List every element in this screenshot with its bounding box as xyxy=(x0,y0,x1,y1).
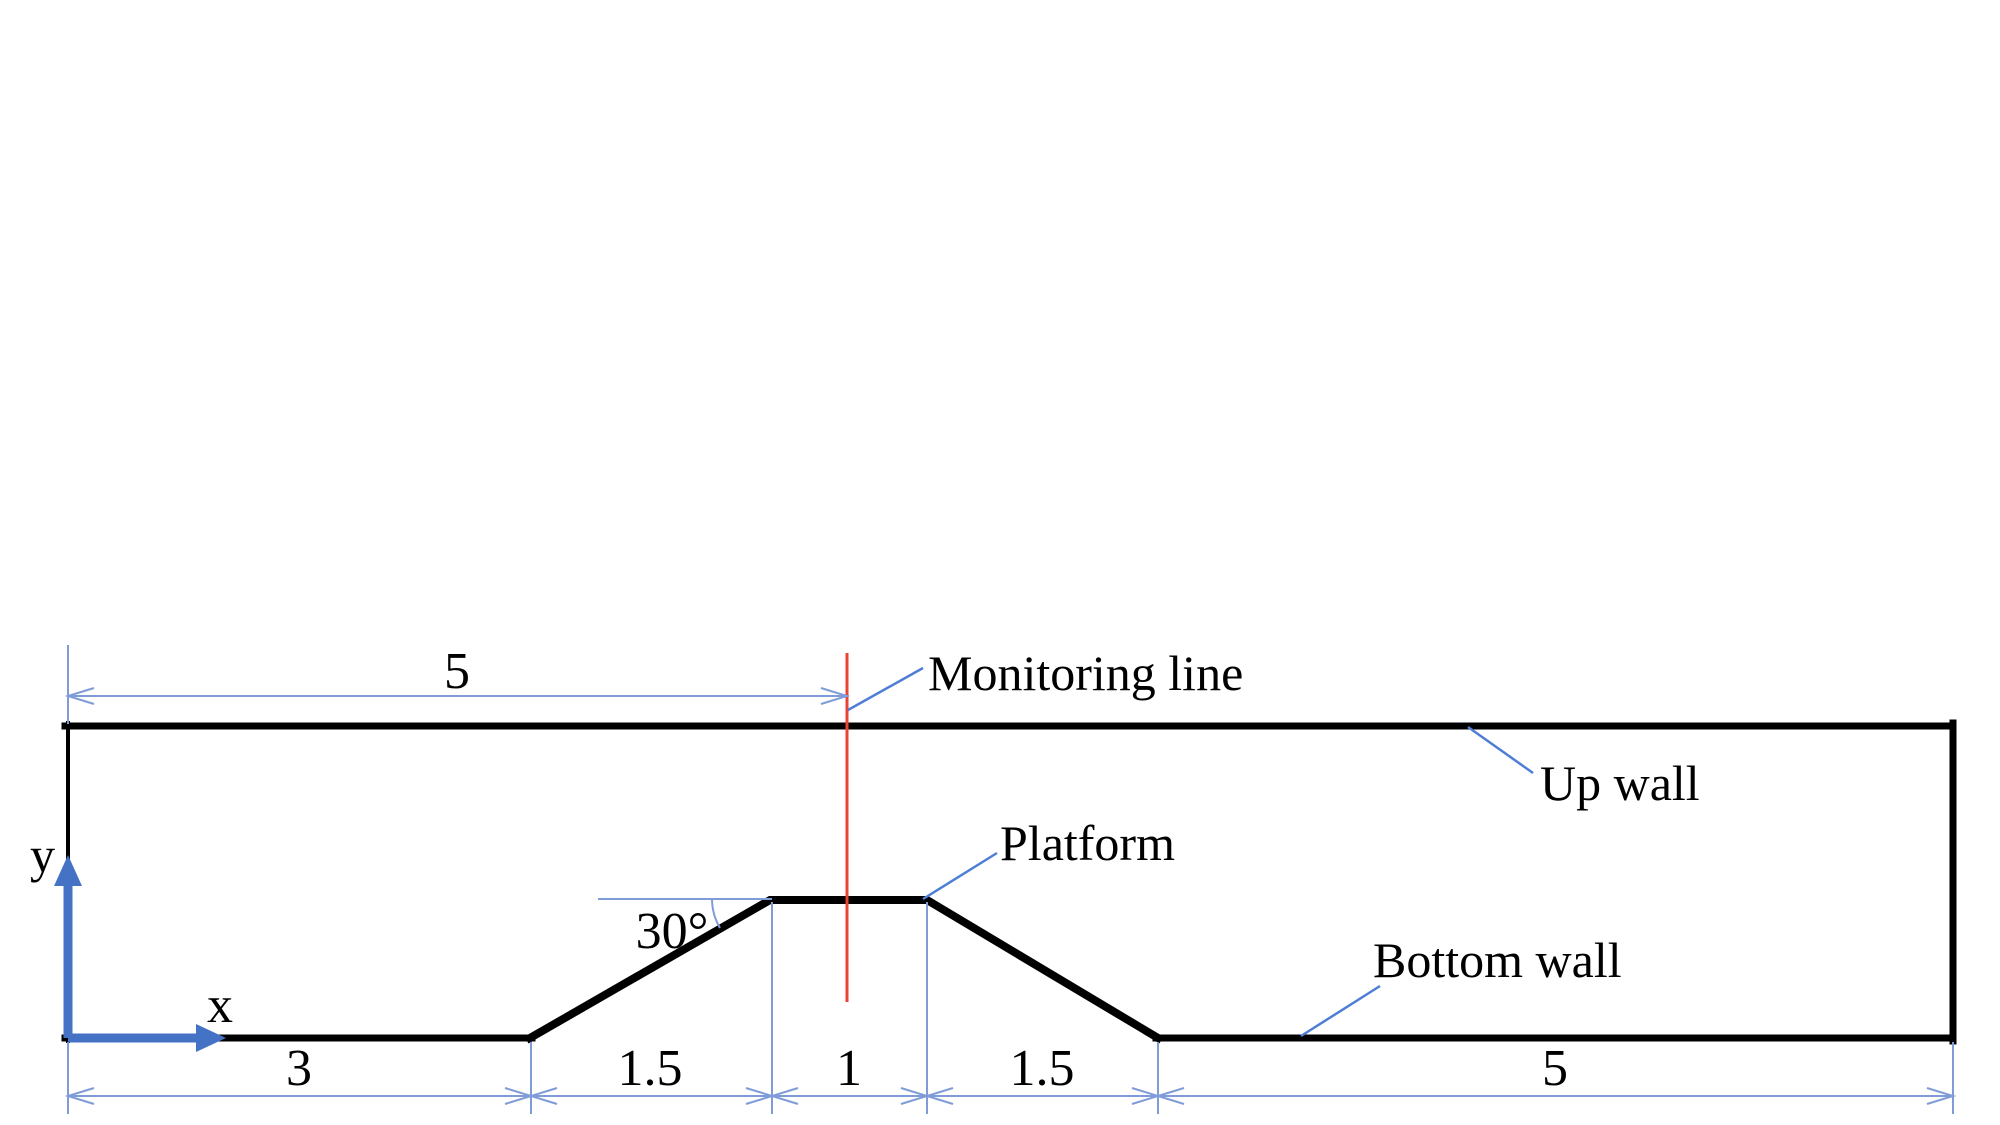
label-bottom-wall: Bottom wall xyxy=(1373,932,1622,988)
dimension-label-bottom-4: 5 xyxy=(1542,1040,1568,1097)
dimension-arrow-top-left xyxy=(64,687,95,705)
dimension-arrow-b1-left xyxy=(527,1087,558,1105)
label-platform: Platform xyxy=(1000,815,1175,871)
dimension-arrow-b5-right xyxy=(1926,1087,1957,1105)
label-angle: 30° xyxy=(636,903,709,960)
dimension-arrow-top-right xyxy=(820,687,851,705)
axes-arrowheads-group xyxy=(54,855,226,1052)
dimension-label-bottom-1: 1.5 xyxy=(618,1040,683,1097)
dimension-group xyxy=(64,645,1957,1114)
axes-lines-group xyxy=(63,882,198,1043)
leader-up-wall xyxy=(1467,725,1534,775)
leader-monitoring-line xyxy=(847,666,924,712)
label-monitoring-line: Monitoring line xyxy=(928,645,1243,701)
label-up-wall: Up wall xyxy=(1540,755,1700,811)
dimension-label-top: 5 xyxy=(444,643,470,700)
dimension-arrow-b2-left xyxy=(768,1087,799,1105)
leader-platform xyxy=(922,851,998,901)
x-axis-arrowhead xyxy=(196,1024,226,1052)
dimension-arrow-b4-left xyxy=(1154,1087,1185,1105)
y-axis-arrowhead xyxy=(54,855,82,886)
angle-arc xyxy=(711,898,721,929)
axis-label-x: x xyxy=(207,977,233,1034)
labels-group: 5 Monitoring line Up wall Platform Botto… xyxy=(30,643,1700,1097)
axis-label-y: y xyxy=(30,827,55,883)
dimension-label-bottom-2: 1 xyxy=(836,1040,862,1097)
platform-outline xyxy=(524,896,1164,1044)
dimension-label-bottom-3: 1.5 xyxy=(1010,1040,1075,1097)
leader-bottom-wall xyxy=(1300,984,1381,1038)
dimension-label-bottom-0: 3 xyxy=(286,1040,312,1097)
dimension-arrow-b3-left xyxy=(923,1087,954,1105)
dimension-arrow-b0-left xyxy=(64,1087,95,1105)
leader-group xyxy=(847,666,1534,1038)
